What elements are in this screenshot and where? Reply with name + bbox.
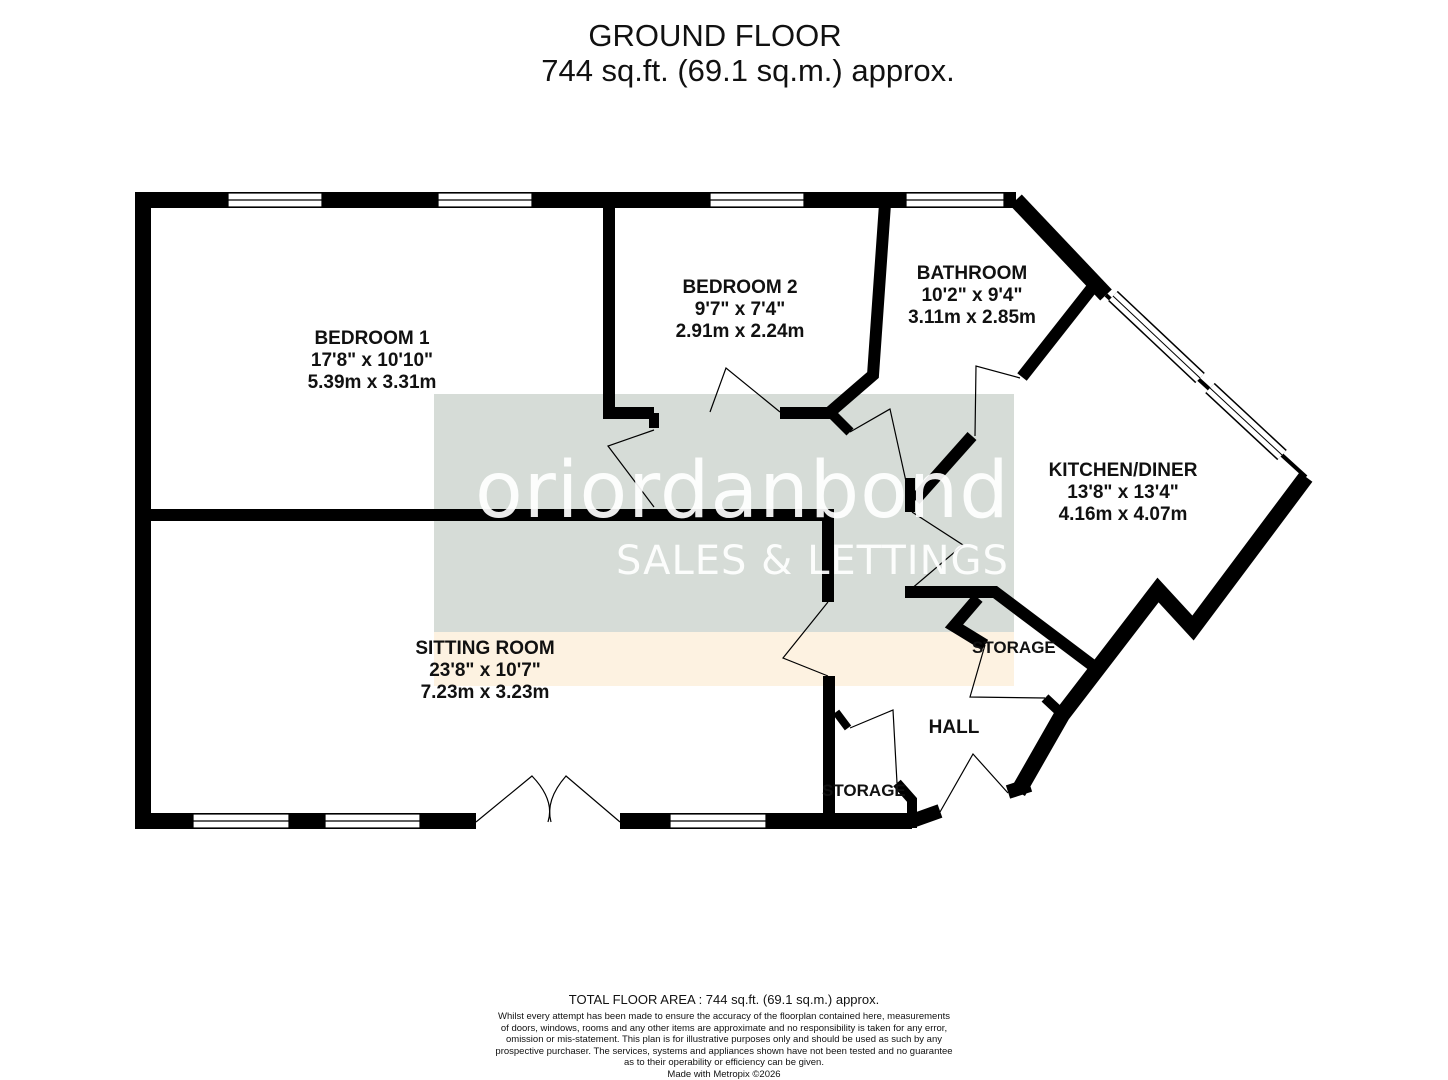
wall-hall-nub	[832, 709, 852, 731]
door-bed2	[709, 367, 781, 413]
room-metric: 4.16m x 4.07m	[1058, 504, 1188, 525]
room-imperial: 17'8" x 10'10"	[310, 350, 434, 371]
room-bedroom1: BEDROOM 1 17'8" x 10'10" 5.39m x 3.31m	[262, 328, 482, 394]
made-with: Made with Metropix ©2026	[667, 1068, 781, 1080]
room-sitting: SITTING ROOM 23'8" x 10'7" 7.23m x 3.23m	[375, 638, 595, 704]
floor-area: 744 sq.ft. (69.1 sq.m.) approx.	[541, 53, 955, 88]
door-french-left	[475, 775, 551, 823]
wall-upper-right-diagonal	[1010, 194, 1112, 301]
room-metric: 3.11m x 2.85m	[908, 307, 1036, 328]
disclaimer-line: of doors, windows, rooms and any other i…	[500, 1022, 948, 1034]
wall-storage-inner	[944, 594, 989, 651]
door-storage1	[969, 644, 1046, 699]
door-storage2	[849, 709, 898, 784]
room-name: SITTING ROOM	[415, 638, 555, 659]
wall-bath-diag	[1017, 284, 1097, 381]
disclaimer: Whilst every attempt has been made to en…	[0, 1011, 1448, 1080]
room-imperial: 23'8" x 10'7"	[429, 660, 541, 681]
watermark-tagline: SALES & LETTINGS	[616, 538, 1009, 584]
room-name: BEDROOM 2	[682, 277, 798, 298]
total-floor-area: TOTAL FLOOR AREA : 744 sq.ft. (69.1 sq.m…	[568, 992, 880, 1007]
wall-bed2-left	[603, 200, 654, 419]
room-name: BEDROOM 1	[314, 328, 430, 349]
wall-bed2-right	[780, 203, 891, 419]
room-metric: 5.39m x 3.31m	[307, 372, 437, 393]
room-name: KITCHEN/DINER	[1048, 460, 1198, 481]
door-french-right	[549, 775, 621, 823]
room-imperial: 10'2" x 9'4"	[921, 285, 1023, 306]
wall-bed1-sitting	[143, 509, 834, 602]
door-kitchen	[909, 511, 965, 591]
door-front	[939, 752, 1009, 813]
disclaimer-line: prospective purchaser. The services, sys…	[495, 1045, 953, 1057]
room-metric: 2.91m x 2.24m	[675, 321, 805, 342]
room-bathroom: BATHROOM 10'2" x 9'4" 3.11m x 2.85m	[862, 263, 1082, 329]
wall-bath-left-stub	[826, 408, 854, 436]
watermark-band	[434, 632, 1014, 686]
disclaimer-line: as to their operability or efficiency ca…	[624, 1057, 824, 1068]
door-swings	[475, 365, 1046, 823]
room-bedroom2: BEDROOM 2 9'7" x 7'4" 2.91m x 2.24m	[630, 277, 850, 343]
room-metric: 7.23m x 3.23m	[420, 682, 550, 703]
disclaimer-line: omission or mis-statement. This plan is …	[506, 1034, 942, 1045]
room-name: HALL	[928, 717, 980, 738]
wall-kitchen-storage	[905, 586, 1096, 670]
floor-title: GROUND FLOOR	[588, 18, 842, 53]
room-storage-kitchen: STORAGE	[972, 638, 1056, 657]
room-imperial: 9'7" x 7'4"	[694, 299, 786, 320]
wall-kitchen-lower-diagonal	[1011, 472, 1313, 796]
wall-storage2-stub	[893, 779, 917, 828]
watermark-logo: oriordanbond	[475, 446, 1010, 536]
wall-hall-right-stub	[1005, 778, 1033, 799]
room-hall: HALL	[904, 717, 1004, 739]
room-storage-hall: STORAGE	[822, 781, 906, 800]
room-kitchen: KITCHEN/DINER 13'8" x 13'4" 4.16m x 4.07…	[1008, 460, 1238, 526]
door-sitting	[782, 601, 829, 677]
disclaimer-line: Whilst every attempt has been made to en…	[497, 1011, 951, 1022]
windows	[192, 192, 1005, 829]
room-imperial: 13'8" x 13'4"	[1067, 482, 1179, 503]
door-bed1	[607, 429, 655, 508]
kitchen-windows	[1108, 290, 1287, 461]
wall-storage-stub	[1041, 694, 1064, 716]
room-name: BATHROOM	[916, 263, 1028, 284]
door-bath	[974, 365, 1021, 437]
door-hall-top	[849, 408, 908, 487]
wall-bath-lower	[910, 432, 977, 504]
